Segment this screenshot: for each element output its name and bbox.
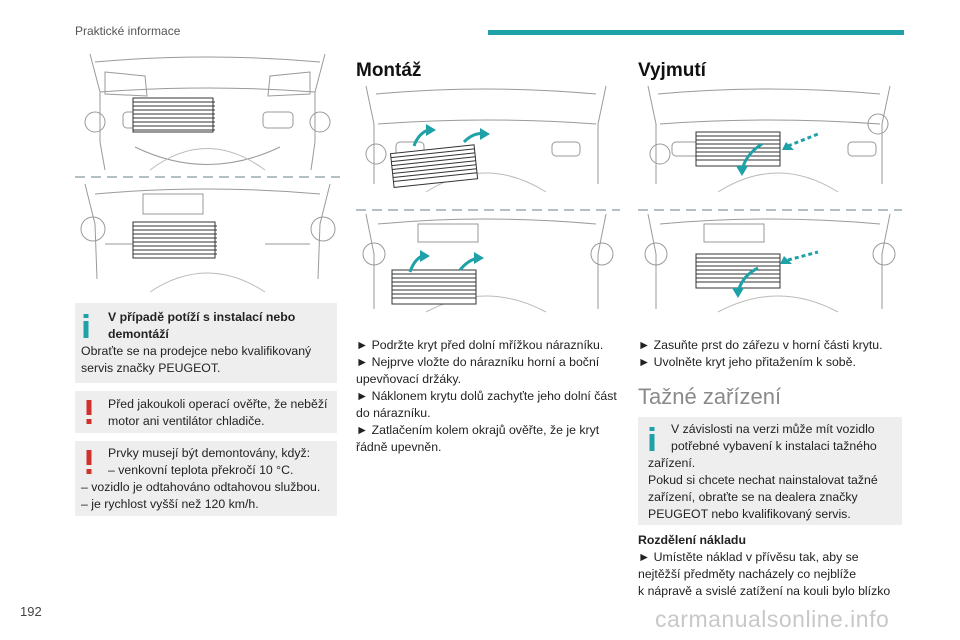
illustration-install-bottom [356, 214, 620, 314]
info-box-installation: V případě potíží s instalací nebo demont… [75, 303, 337, 383]
install-step-line: do nárazníku. [356, 406, 431, 420]
removal-steps: ► Zasuňte prst do zářezu v horní části k… [638, 337, 908, 371]
load-line: nejtěžší předměty nacházely co nejblíže [638, 567, 857, 581]
illustration-grille-cover-bottom [75, 184, 340, 294]
load-distribution: Rozdělení nákladu ► Umístěte náklad v př… [638, 532, 908, 600]
load-distribution-title: Rozdělení nákladu [638, 533, 746, 547]
watermark: carmanualsonline.info [655, 606, 890, 632]
illustration-removal-bottom [638, 214, 902, 314]
towing-info-line3: zařízení. [648, 456, 696, 470]
warning2-line4: – je rychlost vyšší než 120 km/h. [81, 497, 259, 511]
info-icon [649, 427, 655, 451]
warning1-line2: motor ani ventilátor chladiče. [108, 414, 265, 428]
section-title-towing: Tažné zařízení [638, 384, 782, 409]
install-step-line: ► Náklonem krytu dolů zachyťte jeho doln… [356, 389, 617, 403]
install-step-line: ► Podržte kryt před dolní mřížkou nárazn… [356, 338, 604, 352]
install-step-line: ► Nejprve vložte do nárazníku horní a bo… [356, 355, 600, 369]
warning2-line2: – venkovní teplota překročí 10 °C. [108, 463, 294, 477]
load-line: ► Umístěte náklad v přívěsu tak, aby se [638, 550, 859, 564]
warning2-line3: – vozidlo je odtahováno odtahovou službo… [81, 480, 321, 494]
towing-info-line1: V závislosti na verzi může mít vozidlo [671, 422, 875, 436]
towing-info-line2: potřebné vybavení k instalaci tažného [671, 439, 877, 453]
illustration-removal-top [638, 84, 902, 194]
install-step-line: řádně upevněn. [356, 440, 442, 454]
running-header: Praktické informace [75, 24, 181, 38]
load-line: k nápravě a svislé zatížení na kouli byl… [638, 584, 891, 598]
towing-info-line5: zařízení, obraťte se na dealera značky [648, 490, 858, 504]
illustration-divider [638, 207, 902, 213]
info-title-line1: V případě potíží s instalací nebo [108, 310, 296, 324]
install-step-line: upevňovací držáky. [356, 372, 462, 386]
illustration-divider [356, 207, 620, 213]
illustration-grille-cover-top [75, 52, 340, 172]
info-icon [83, 314, 89, 338]
warning-icon [86, 450, 92, 474]
illustration-install-top [356, 84, 620, 194]
installation-steps: ► Podržte kryt před dolní mřížkou nárazn… [356, 337, 626, 456]
removal-step-line: ► Zasuňte prst do zářezu v horní části k… [638, 338, 883, 352]
heading-removal: Vyjmutí [638, 60, 706, 81]
illustration-divider [75, 174, 340, 180]
info-body-line2: servis značky PEUGEOT. [81, 361, 221, 375]
page-number: 192 [20, 604, 42, 619]
warning-icon [86, 400, 92, 424]
info-box-towing: V závislosti na verzi může mít vozidlo p… [638, 417, 902, 525]
warning1-line1: Před jakoukoli operací ověřte, že neběží [108, 397, 328, 411]
install-step-line: ► Zatlačením kolem okrajů ověřte, že je … [356, 423, 600, 437]
header-accent-bar [488, 30, 904, 35]
warning2-line1: Prvky musejí být demontovány, když: [108, 446, 311, 460]
removal-step-line: ► Uvolněte kryt jeho přitažením k sobě. [638, 355, 856, 369]
heading-installation: Montáž [356, 60, 422, 81]
warning-box-engine: Před jakoukoli operací ověřte, že neběží… [75, 391, 337, 433]
towing-info-line4: Pokud si chcete nechat nainstalovat tažn… [648, 473, 878, 487]
towing-info-line6: PEUGEOT nebo kvalifikovaný servis. [648, 507, 851, 521]
info-body-line1: Obraťte se na prodejce nebo kvalifikovan… [81, 344, 312, 358]
warning-box-removal: Prvky musejí být demontovány, když: – ve… [75, 441, 337, 516]
info-title-line2: demontáží [108, 327, 169, 341]
